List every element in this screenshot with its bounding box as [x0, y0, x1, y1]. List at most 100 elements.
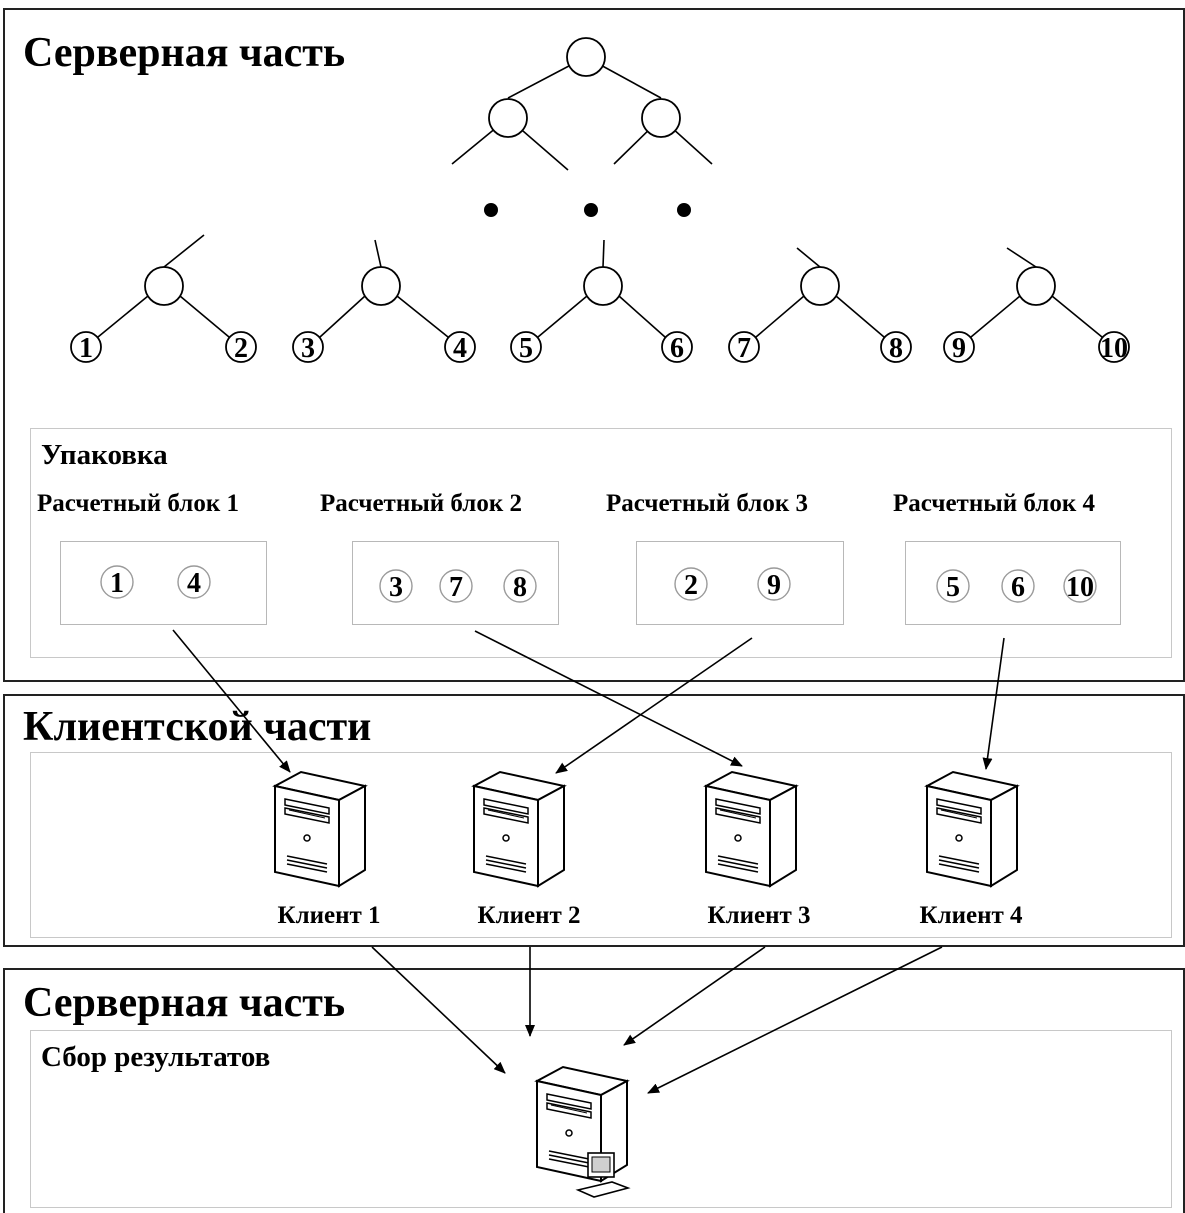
leaf-label: 1: [79, 333, 93, 364]
block-label-2: Расчетный блок 2: [320, 490, 522, 517]
block-label-3: Расчетный блок 3: [606, 490, 808, 517]
leaf-circle: [292, 331, 324, 363]
ellipsis-dot: [677, 203, 691, 217]
server-part-bottom-title: Серверная часть: [23, 980, 346, 1026]
block-item-label: 10: [1066, 572, 1094, 603]
client-server-icon: [473, 771, 565, 887]
client-server-icon: [926, 771, 1018, 887]
ellipsis-dot: [584, 203, 598, 217]
flow-arrow: [371, 946, 506, 1074]
flow-arrow: [474, 630, 743, 767]
block-item-circle: [1063, 569, 1097, 603]
clients-panel: [30, 752, 1172, 938]
block-item-label: 3: [389, 572, 403, 603]
tree-edge: [97, 295, 149, 338]
leaf-node: 9: [943, 331, 975, 364]
tree-edge: [835, 295, 885, 338]
leaf-label: 5: [519, 333, 533, 364]
tree-node: [1016, 266, 1056, 306]
results-collection-title: Сбор результатов: [41, 1041, 271, 1073]
leaf-circle: [661, 331, 693, 363]
block-item-circle: [1001, 569, 1035, 603]
tree-edge: [1006, 247, 1037, 268]
block-label-4: Расчетный блок 4: [893, 490, 1095, 517]
client-server-icon: [705, 771, 797, 887]
flow-arrow: [982, 637, 1005, 770]
leaf-node: 8: [880, 331, 912, 364]
block-box-4: [905, 541, 1121, 625]
block-label-1: Расчетный блок 1: [37, 490, 239, 517]
block-item-label: 9: [767, 570, 781, 601]
client-part: Клиентской части: [3, 694, 1185, 947]
flow-arrow: [647, 946, 943, 1094]
block-item: 1: [100, 565, 134, 599]
block-item: 6: [1001, 569, 1035, 603]
block-item-circle: [503, 569, 537, 603]
tree-node: [641, 98, 681, 138]
leaf-node: 4: [444, 331, 476, 364]
flow-arrow: [172, 629, 291, 773]
block-item-circle: [674, 567, 708, 601]
tree-edge: [796, 247, 821, 268]
packaging-panel: Упаковка: [30, 428, 1172, 658]
block-item-circle: [100, 565, 134, 599]
tree-node: [583, 266, 623, 306]
leaf-label: 8: [889, 333, 903, 364]
leaf-circle: [225, 331, 257, 363]
leaf-node: 5: [510, 331, 542, 364]
leaf-circle: [880, 331, 912, 363]
client-part-title: Клиентской части: [23, 704, 372, 750]
leaf-circle: [444, 331, 476, 363]
leaf-circle: [70, 331, 102, 363]
tree-edge: [618, 295, 666, 338]
leaf-node: 7: [728, 331, 760, 364]
block-item-circle: [379, 569, 413, 603]
tree-edge: [1051, 295, 1103, 338]
block-item-circle: [177, 565, 211, 599]
tree-edge: [179, 295, 230, 338]
block-item-label: 2: [684, 570, 698, 601]
block-item-circle: [757, 567, 791, 601]
block-item: 10: [1063, 569, 1097, 603]
leaf-node: 1: [70, 331, 102, 364]
block-item-label: 4: [187, 568, 201, 599]
leaf-node: 10: [1098, 331, 1130, 364]
tree-node: [566, 37, 606, 77]
tree-edge: [163, 234, 205, 268]
leaf-label: 4: [453, 333, 467, 364]
client-label-3: Клиент 3: [707, 902, 811, 929]
tree-edge: [537, 295, 588, 338]
leaf-circle: [728, 331, 760, 363]
tree-edge: [396, 295, 449, 338]
block-box-2: [352, 541, 559, 625]
client-server-icon: [274, 771, 366, 887]
leaf-label: 7: [737, 333, 751, 364]
block-item-label: 7: [449, 572, 463, 603]
block-item-circle: [439, 569, 473, 603]
block-box-3: [636, 541, 844, 625]
leaf-label: 6: [670, 333, 684, 364]
client-label-2: Клиент 2: [477, 902, 581, 929]
block-item-label: 6: [1011, 572, 1025, 603]
tree-edge: [319, 295, 366, 338]
block-item: 9: [757, 567, 791, 601]
leaf-label: 2: [234, 333, 248, 364]
leaf-circle: [510, 331, 542, 363]
leaf-circle: [943, 331, 975, 363]
flow-arrow: [623, 946, 766, 1046]
server-part-top-title: Серверная часть: [23, 30, 346, 76]
workstation-icon: [575, 1152, 631, 1198]
leaf-circle: [1098, 331, 1130, 363]
block-item: 8: [503, 569, 537, 603]
leaf-label: 10: [1100, 333, 1128, 364]
leaf-label: 9: [952, 333, 966, 364]
block-item: 7: [439, 569, 473, 603]
tree-node: [144, 266, 184, 306]
tree-node: [488, 98, 528, 138]
leaf-node: 6: [661, 331, 693, 364]
block-item: 3: [379, 569, 413, 603]
tree-edge: [755, 295, 805, 338]
